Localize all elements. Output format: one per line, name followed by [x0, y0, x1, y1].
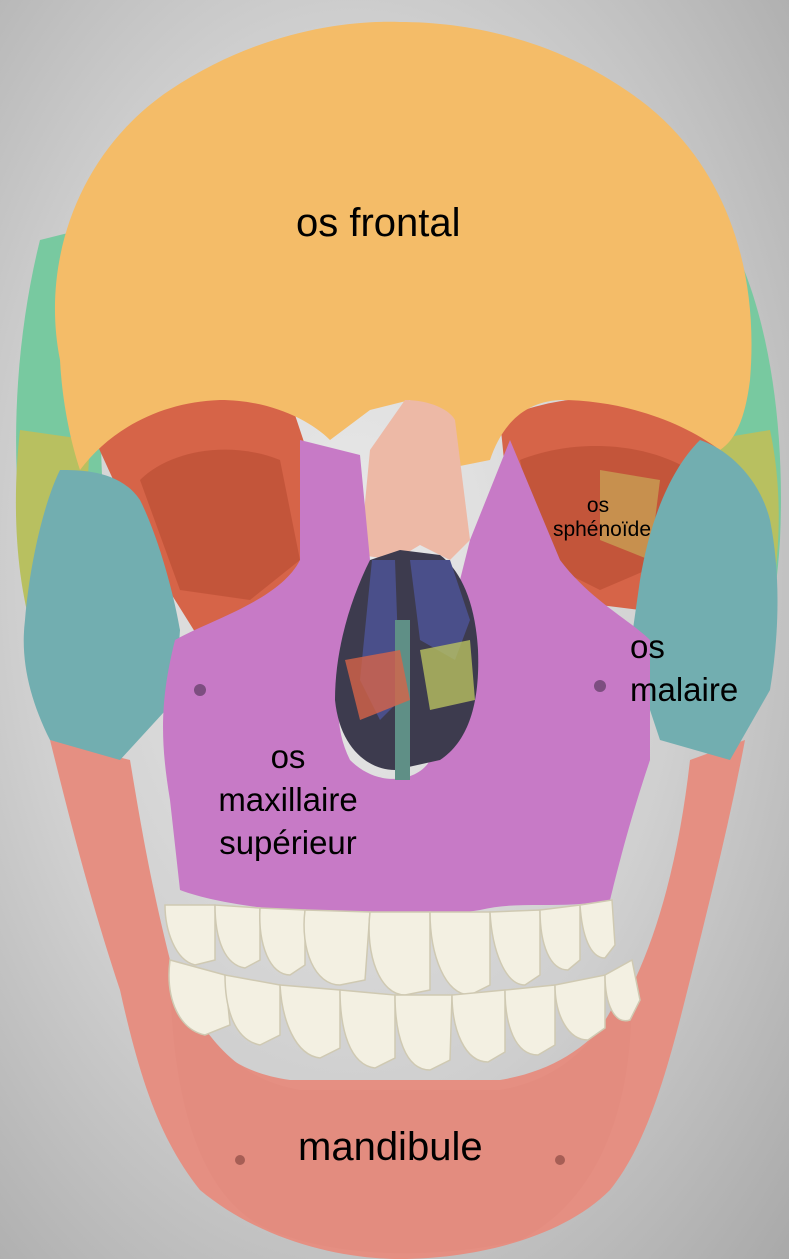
foramen-right: [594, 680, 606, 692]
label-line: supérieur: [178, 822, 398, 865]
mental-foramen-right: [555, 1155, 565, 1165]
label-line: os: [178, 736, 398, 779]
turbinate-olive: [420, 640, 475, 710]
label-os-sphenoide: os sphénoïde: [522, 494, 682, 542]
label-line: os: [514, 494, 682, 518]
foramen-left: [194, 684, 206, 696]
label-line: sphénoïde: [522, 518, 682, 542]
label-line: malaire: [630, 669, 738, 712]
mental-foramen-left: [235, 1155, 245, 1165]
label-line: os: [630, 626, 738, 669]
label-mandibule: mandibule: [298, 1124, 483, 1170]
nasal-bone: [360, 400, 470, 560]
label-os-frontal: os frontal: [296, 200, 461, 246]
label-os-maxillaire-superieur: os maxillaire supérieur: [178, 736, 398, 865]
label-line: maxillaire: [178, 779, 398, 822]
label-os-malaire: os malaire: [630, 626, 738, 712]
